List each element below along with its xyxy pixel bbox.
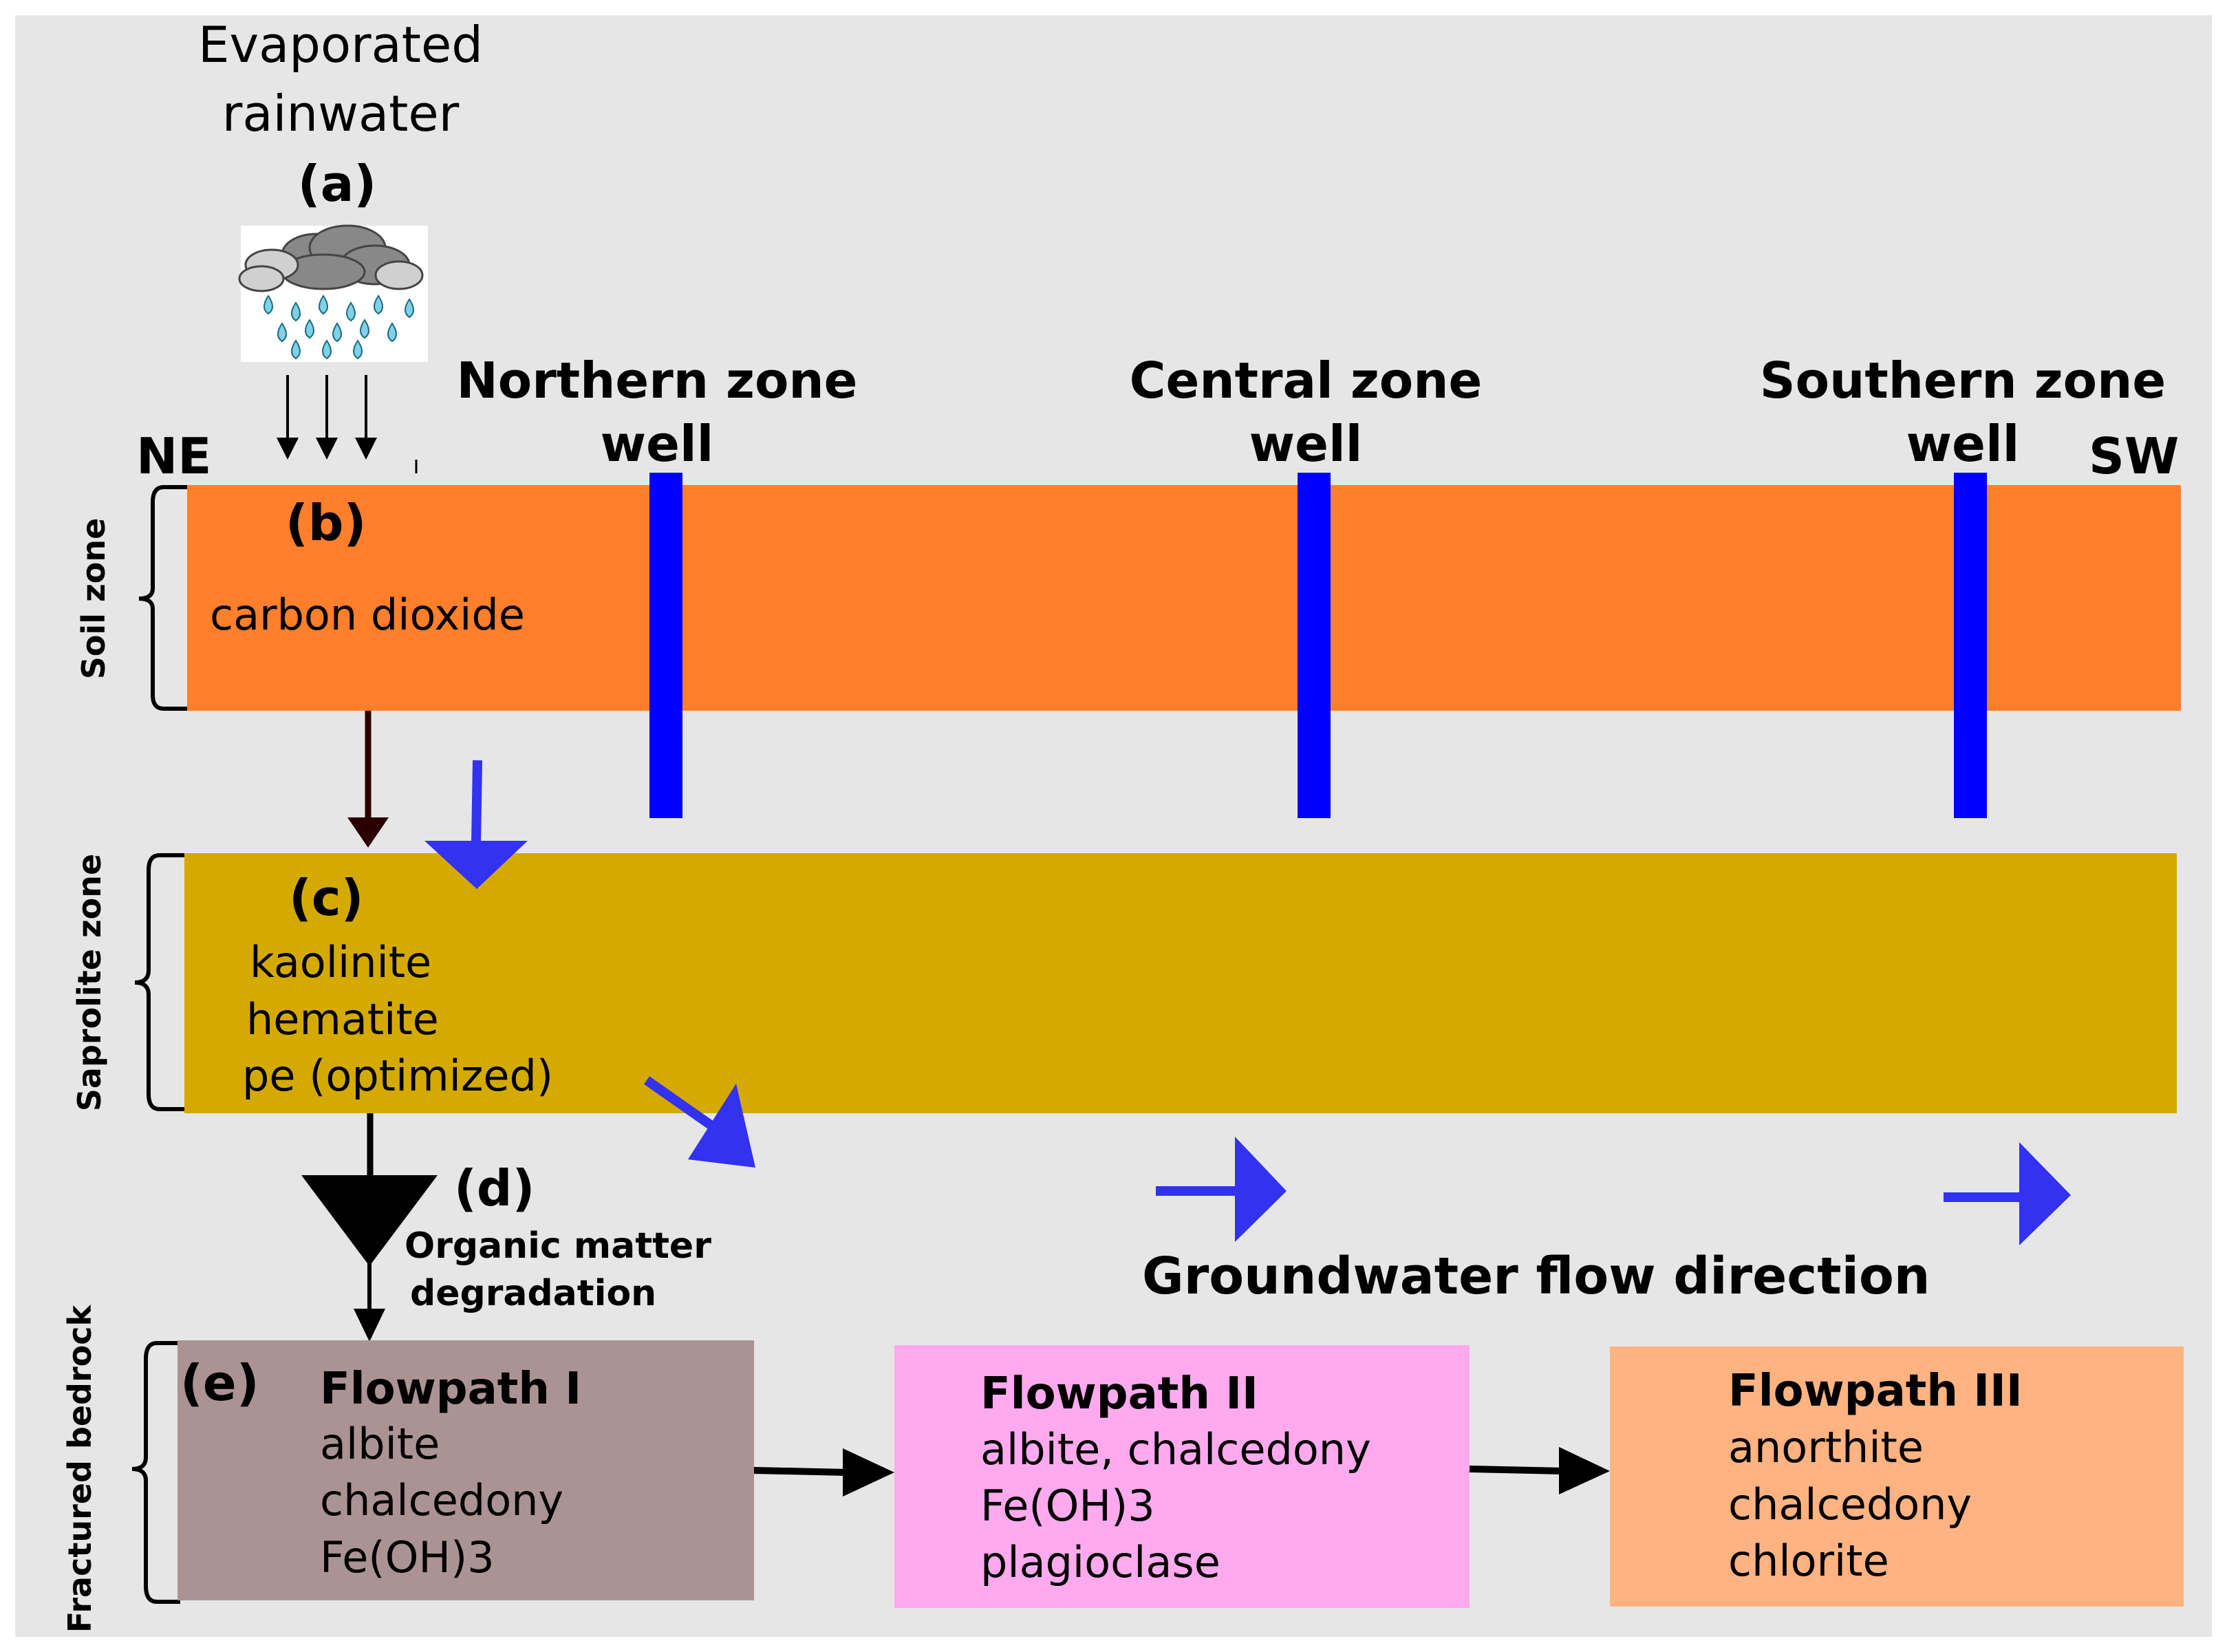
northern-well-label-line2: well (601, 415, 714, 473)
southern-zone-well (1954, 473, 1987, 818)
groundwater-flow-arrows (424, 760, 2071, 1245)
flowpath-1-line-2: chalcedony (320, 1475, 563, 1525)
flowpath-1-line-3: Fe(OH)3 (320, 1532, 495, 1583)
flowpath-1-line-1: albite (320, 1419, 440, 1469)
saprolite-zone-band (184, 853, 2177, 1113)
flowpath-2-line-2: Fe(OH)3 (980, 1481, 1155, 1531)
flow-arrow-right-icon (1944, 1142, 2071, 1245)
degradation-triangle (301, 1175, 438, 1266)
central-well-label-line1: Central zone (1130, 352, 1483, 409)
northern-zone-well (649, 473, 682, 818)
sw-label: SW (2089, 427, 2179, 485)
soil-zone-label: (b) (286, 494, 366, 552)
degradation-arrow-head (354, 1309, 385, 1342)
flowpath-3-line-3: chlorite (1728, 1536, 1889, 1586)
flowpath-1-title: Flowpath I (320, 1364, 581, 1415)
ne-label: NE (136, 427, 211, 485)
flowpath-3-box (1610, 1347, 2184, 1607)
central-zone-well (1298, 473, 1331, 818)
bedrock-zone-bracket (131, 1341, 180, 1604)
flowpath-2-line-3: plagioclase (980, 1537, 1220, 1587)
rain-arrows (277, 375, 377, 460)
saprolite-zone-side-label: Saprolite zone (71, 854, 108, 1111)
saprolite-zone-item-3: pe (optimized) (242, 1051, 553, 1101)
saprolite-zone-bracket (134, 853, 184, 1111)
rain-label: (a) (298, 155, 376, 213)
degradation-text-line2: degradation (410, 1273, 656, 1314)
rain-cloud-icon (238, 224, 428, 362)
flow-arrow-right-icon (1156, 1137, 1287, 1242)
saprolite-zone-item-2: hematite (246, 994, 439, 1044)
soil-zone-side-label: Soil zone (75, 518, 112, 680)
central-well-label-line2: well (1249, 415, 1363, 473)
soil-zone-band (187, 485, 2181, 711)
degradation-text-line1: Organic matter (405, 1225, 711, 1267)
rain-title-line1: Evaporated (198, 16, 483, 74)
flow-arrow-diagonal-icon (643, 1076, 755, 1168)
flowpath-2-to-3-arrow-head (1559, 1447, 1610, 1494)
bedrock-zone-label: (e) (180, 1354, 259, 1412)
northern-well-label-line1: Northern zone (456, 352, 857, 409)
groundwater-flow-direction-label: Groundwater flow direction (1142, 1247, 1930, 1306)
saprolite-zone-item-1: kaolinite (250, 937, 431, 987)
flowpath-3-line-2: chalcedony (1728, 1479, 1972, 1530)
degradation-label: (d) (454, 1159, 535, 1217)
flowpath-3-title: Flowpath III (1728, 1366, 2023, 1417)
flowpath-2-line-1: albite, chalcedony (980, 1424, 1371, 1474)
soil-to-saprolite-arrow-head (347, 817, 389, 848)
flowpath-2-title: Flowpath II (980, 1369, 1258, 1419)
southern-well-label-line1: Southern zone (1760, 352, 2166, 409)
rain-title-line2: rainwater (222, 85, 460, 142)
flowpath-3-line-1: anorthite (1728, 1422, 1924, 1472)
flow-arrow-down-icon (424, 760, 528, 889)
flowpath-1-to-2-arrow (753, 1467, 847, 1476)
saprolite-zone-label: (c) (289, 869, 364, 927)
southern-well-label-line2: well (1906, 415, 2020, 473)
bedrock-zone-side-label: Fractured bedrock (61, 1304, 98, 1633)
flowpath-2-to-3-arrow (1469, 1466, 1564, 1474)
flowpath-1-box (177, 1340, 754, 1600)
soil-zone-bracket (138, 485, 187, 711)
flowpath-2-box (894, 1345, 1470, 1608)
soil-zone-item-1: carbon dioxide (210, 590, 525, 640)
flowpath-1-to-2-arrow-head (843, 1448, 894, 1497)
